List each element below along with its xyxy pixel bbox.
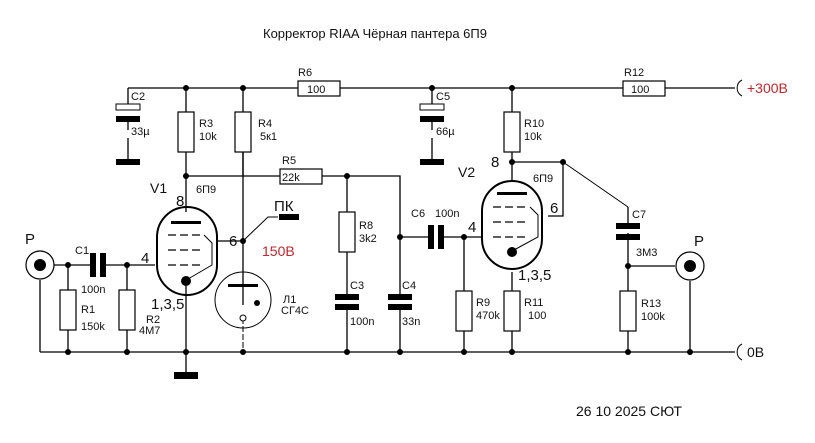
- svg-text:33n: 33n: [402, 316, 420, 328]
- supply-zero-terminal: 0В: [736, 343, 764, 361]
- footer-date: 26 10 2025 СЮТ: [576, 403, 682, 419]
- junction-dots: [65, 85, 693, 355]
- svg-text:Л1: Л1: [283, 294, 296, 306]
- resistor-r9: R9 470k: [455, 290, 500, 332]
- svg-text:R11: R11: [524, 297, 543, 309]
- ground-symbol: [174, 372, 198, 379]
- svg-text:C6: C6: [411, 208, 425, 220]
- resistor-r12: R12 100: [622, 67, 666, 97]
- svg-text:8: 8: [176, 193, 184, 210]
- svg-text:10k: 10k: [524, 131, 542, 143]
- svg-text:3k2: 3k2: [359, 233, 377, 245]
- svg-text:100n: 100n: [350, 316, 374, 328]
- svg-text:R3: R3: [199, 118, 213, 130]
- svg-text:8: 8: [491, 154, 499, 171]
- svg-text:R6: R6: [298, 67, 312, 79]
- svg-text:100n: 100n: [81, 284, 105, 296]
- tube-v2: V2 6П9 8 4 6 1,3,5: [458, 154, 558, 284]
- capacitor-c3: C3 100n: [335, 280, 374, 328]
- svg-text:R5: R5: [282, 155, 296, 167]
- resistor-r4: R4 5к1: [234, 111, 277, 153]
- svg-text:C3: C3: [350, 280, 364, 292]
- resistor-r6: R6 100: [297, 67, 341, 97]
- svg-text:V1: V1: [150, 180, 167, 196]
- svg-text:1,3,5: 1,3,5: [518, 267, 551, 284]
- svg-text:100k: 100k: [641, 311, 665, 323]
- svg-text:C5: C5: [436, 91, 450, 103]
- svg-text:3М3: 3М3: [636, 247, 657, 259]
- svg-text:150В: 150В: [262, 243, 295, 259]
- svg-text:150k: 150k: [81, 321, 105, 333]
- svg-text:V2: V2: [458, 164, 475, 180]
- tube-v1: V1 6П9 8 4 6 1,3,5: [141, 180, 237, 313]
- svg-text:22k: 22k: [282, 172, 300, 184]
- svg-text:C2: C2: [131, 91, 145, 103]
- resistor-r1: R1 150k: [59, 289, 105, 333]
- svg-text:R10: R10: [524, 118, 544, 130]
- resistor-r2: R2 4М7: [118, 289, 160, 337]
- svg-text:+300В: +300В: [747, 80, 788, 96]
- capacitor-c6: C6 100n: [411, 208, 459, 249]
- svg-text:4: 4: [141, 250, 149, 267]
- svg-text:R9: R9: [476, 297, 490, 309]
- resistor-r3: R3 10k: [177, 111, 217, 153]
- svg-text:10k: 10k: [199, 131, 217, 143]
- svg-text:6: 6: [229, 233, 237, 250]
- svg-text:4: 4: [468, 219, 476, 236]
- svg-text:C7: C7: [632, 209, 646, 221]
- output-connector: Р: [675, 233, 705, 281]
- svg-text:66µ: 66µ: [436, 126, 455, 138]
- capacitor-c7: C7 3М3: [616, 209, 657, 259]
- capacitor-c4: C4 33n: [388, 280, 420, 328]
- capacitor-c2: C2 33µ: [115, 91, 150, 165]
- capacitor-c5: C5 66µ: [419, 91, 455, 165]
- resistor-r13: R13 100k: [619, 290, 665, 332]
- svg-text:R4: R4: [258, 118, 272, 130]
- svg-text:R2: R2: [146, 314, 160, 326]
- svg-text:R8: R8: [359, 220, 373, 232]
- resistor-r5: R5 22k: [279, 155, 323, 185]
- svg-text:R12: R12: [624, 67, 644, 79]
- input-connector: Р: [25, 231, 55, 280]
- svg-text:СГ4С: СГ4С: [281, 305, 309, 317]
- svg-text:ПК: ПК: [274, 198, 294, 215]
- resistor-r11: R11 100: [503, 290, 546, 332]
- test-point: ПК 150В: [262, 198, 299, 259]
- svg-text:33µ: 33µ: [131, 126, 150, 138]
- svg-text:470k: 470k: [476, 310, 500, 322]
- svg-text:Р: Р: [25, 231, 35, 248]
- svg-text:6П9: 6П9: [533, 173, 553, 185]
- svg-text:4М7: 4М7: [139, 325, 160, 337]
- svg-text:1,3,5: 1,3,5: [151, 296, 184, 313]
- supply-plus-terminal: +300В: [736, 79, 788, 97]
- resistor-r10: R10 10k: [503, 111, 544, 153]
- svg-text:6: 6: [550, 200, 558, 217]
- diagram-title: Корректор RIAA Чёрная пантера 6П9: [263, 26, 487, 41]
- svg-text:C4: C4: [402, 280, 416, 292]
- svg-text:100n: 100n: [435, 208, 459, 220]
- svg-text:6П9: 6П9: [196, 184, 216, 196]
- svg-text:100: 100: [528, 310, 546, 322]
- svg-text:Р: Р: [694, 233, 704, 250]
- svg-text:R1: R1: [81, 304, 95, 316]
- capacitor-c1: C1 100n: [75, 245, 106, 296]
- svg-text:C1: C1: [75, 245, 89, 257]
- svg-text:0В: 0В: [747, 344, 764, 360]
- svg-text:100: 100: [631, 84, 649, 96]
- svg-text:100: 100: [307, 84, 325, 96]
- resistor-r8: R8 3k2: [338, 211, 377, 253]
- svg-text:5к1: 5к1: [260, 131, 277, 143]
- neon-lamp-l1: Л1 СГ4С: [214, 271, 309, 329]
- svg-text:R13: R13: [641, 298, 661, 310]
